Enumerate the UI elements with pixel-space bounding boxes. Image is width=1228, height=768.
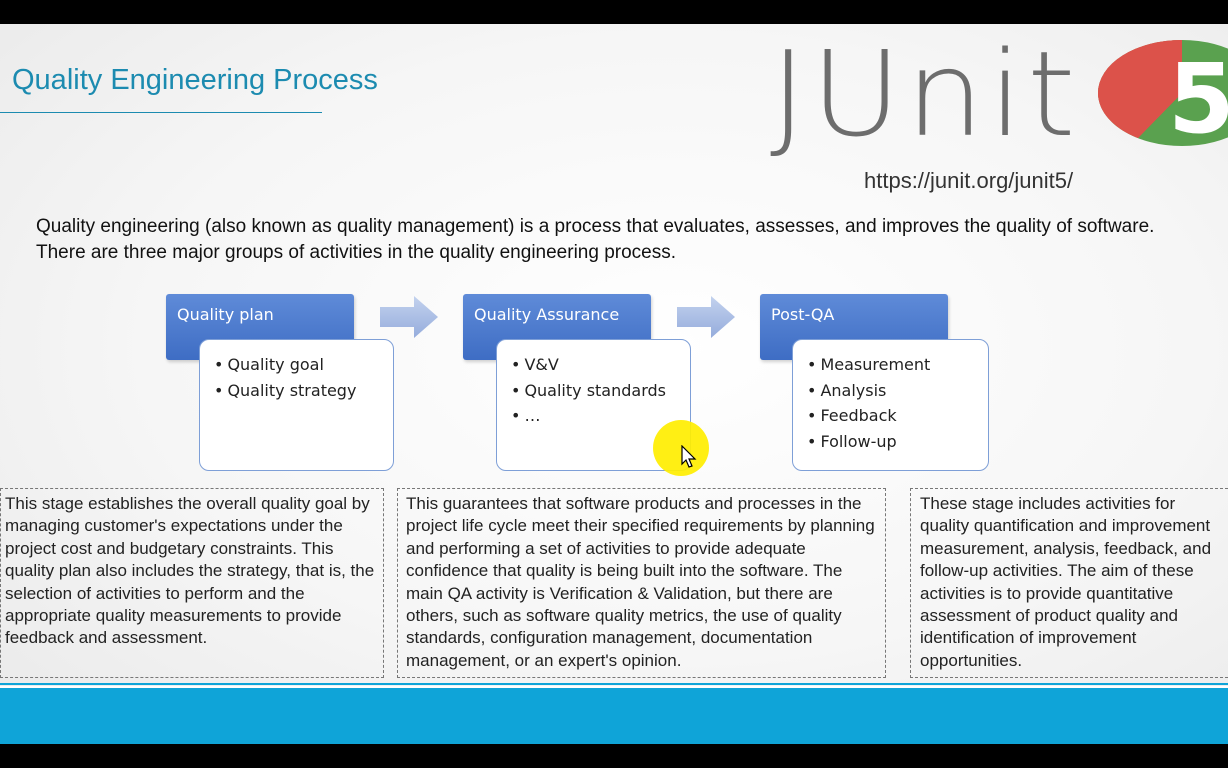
stage-title: Post-QA bbox=[771, 305, 835, 324]
stage-item: Quality goal bbox=[214, 352, 383, 378]
cursor-highlight bbox=[653, 420, 709, 476]
stage-item: Measurement bbox=[807, 352, 978, 378]
junit-logo-number: 5 bbox=[1168, 43, 1228, 146]
stage-item: Feedback bbox=[807, 403, 978, 429]
junit-5-logo-icon: 5 bbox=[1098, 40, 1228, 146]
arrow-right-icon bbox=[380, 296, 438, 338]
mouse-pointer-icon bbox=[681, 445, 697, 468]
junit-logo-text: JUnit bbox=[770, 25, 1080, 163]
footer-divider bbox=[0, 683, 1228, 685]
description-quality-plan: This stage establishes the overall quali… bbox=[0, 488, 384, 678]
stage-item: Follow-up bbox=[807, 429, 978, 455]
stage-item: V&V bbox=[511, 352, 680, 378]
description-post-qa: These stage includes activities for qual… bbox=[910, 488, 1228, 678]
stage-title: Quality plan bbox=[177, 305, 274, 324]
arrow-right-icon bbox=[677, 296, 735, 338]
stage-box-quality-plan: Quality goal Quality strategy bbox=[199, 339, 394, 471]
stage-item: Quality standards bbox=[511, 378, 680, 404]
stage-item: Analysis bbox=[807, 378, 978, 404]
footer-bar bbox=[0, 686, 1228, 744]
junit-url-link[interactable]: https://junit.org/junit5/ bbox=[864, 168, 1074, 193]
title-underline bbox=[0, 112, 322, 113]
slide: Quality Engineering Process JUnit 5 http… bbox=[0, 24, 1228, 744]
slide-title: Quality Engineering Process bbox=[12, 64, 378, 96]
stage-item: Quality strategy bbox=[214, 378, 383, 404]
stage-box-post-qa: Measurement Analysis Feedback Follow-up bbox=[792, 339, 989, 471]
stage-title: Quality Assurance bbox=[474, 305, 620, 324]
intro-paragraph: Quality engineering (also known as quali… bbox=[36, 216, 1155, 263]
description-quality-assurance: This guarantees that software products a… bbox=[397, 488, 886, 678]
stage-item: … bbox=[511, 403, 680, 429]
